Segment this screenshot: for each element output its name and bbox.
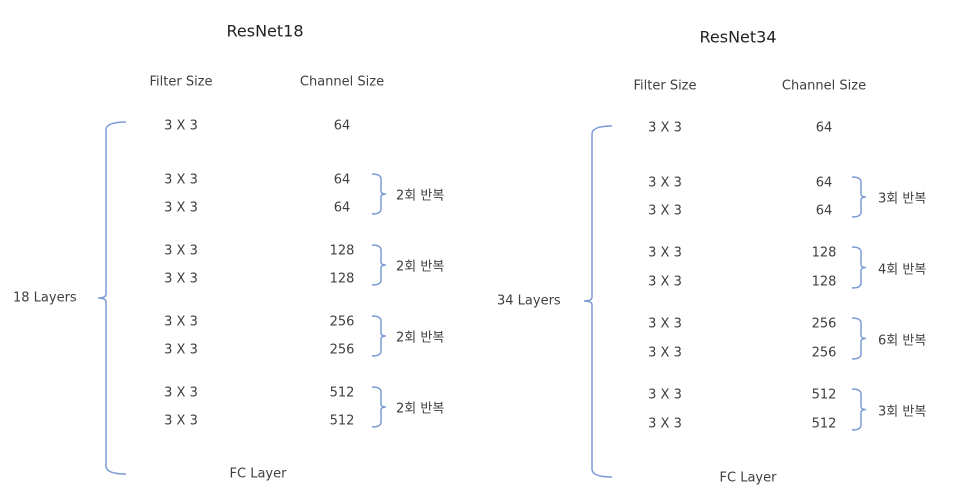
filter-size-cell: 3 X 3 <box>164 243 198 259</box>
filter-size-cell: 3 X 3 <box>164 200 198 216</box>
layers-brace-icon <box>97 121 127 475</box>
filter-size-cell: 3 X 3 <box>164 172 198 188</box>
repeat-count-label: 3회 반복 <box>878 191 927 207</box>
filter-size-cell: 3 X 3 <box>164 314 198 330</box>
fc-layer-label: FC Layer <box>229 466 287 482</box>
filter-size-cell: 3 X 3 <box>648 345 682 361</box>
filter-size-cell: 3 X 3 <box>648 203 682 219</box>
repeat-count-label: 2회 반복 <box>396 401 445 417</box>
repeat-count-label: 3회 반복 <box>878 404 927 419</box>
channel-size-header: Channel Size <box>781 78 867 94</box>
filter-size-cell: 3 X 3 <box>648 274 682 290</box>
channel-size-cell: 512 <box>329 385 355 401</box>
filter-size-cell: 3 X 3 <box>164 118 198 134</box>
repeat-brace-icon <box>851 246 867 289</box>
channel-size-cell: 512 <box>329 413 355 429</box>
channel-size-cell: 256 <box>811 345 837 361</box>
filter-size-cell: 3 X 3 <box>648 175 682 191</box>
panel-title: ResNet18 <box>226 21 304 41</box>
channel-size-cell: 64 <box>815 120 833 136</box>
filter-size-cell: 3 X 3 <box>648 120 682 136</box>
panel-title: ResNet34 <box>699 27 777 47</box>
channel-size-cell: 512 <box>811 387 837 403</box>
filter-size-cell: 3 X 3 <box>648 316 682 332</box>
repeat-brace-icon <box>371 386 387 428</box>
layers-count-label: 34 Layers <box>497 293 561 309</box>
filter-size-cell: 3 X 3 <box>164 413 198 429</box>
channel-size-cell: 128 <box>329 271 355 287</box>
fc-layer-label: FC Layer <box>719 470 777 486</box>
channel-size-cell: 256 <box>329 342 355 358</box>
channel-size-cell: 256 <box>811 316 837 332</box>
repeat-count-label: 2회 반복 <box>396 188 445 204</box>
repeat-brace-icon <box>371 173 387 215</box>
channel-size-cell: 64 <box>333 172 351 188</box>
filter-size-header: Filter Size <box>633 78 697 94</box>
channel-size-cell: 256 <box>329 314 355 330</box>
filter-size-cell: 3 X 3 <box>648 387 682 403</box>
channel-size-cell: 64 <box>333 200 351 216</box>
filter-size-cell: 3 X 3 <box>648 416 682 432</box>
repeat-count-label: 2회 반복 <box>396 330 445 346</box>
filter-size-cell: 3 X 3 <box>164 385 198 401</box>
repeat-brace-icon <box>851 317 867 360</box>
channel-size-cell: 128 <box>811 274 837 290</box>
layers-count-label: 18 Layers <box>13 290 77 306</box>
repeat-count-label: 2회 반복 <box>396 259 445 275</box>
repeat-brace-icon <box>851 388 867 431</box>
repeat-brace-icon <box>371 315 387 357</box>
channel-size-cell: 128 <box>329 243 355 259</box>
filter-size-cell: 3 X 3 <box>164 271 198 287</box>
filter-size-header: Filter Size <box>149 74 213 90</box>
channel-size-cell: 512 <box>811 416 837 432</box>
channel-size-cell: 64 <box>815 203 833 219</box>
channel-size-cell: 64 <box>815 175 833 191</box>
repeat-count-label: 6회 반복 <box>878 333 927 348</box>
filter-size-cell: 3 X 3 <box>164 342 198 358</box>
filter-size-cell: 3 X 3 <box>648 245 682 261</box>
repeat-brace-icon <box>371 244 387 286</box>
repeat-brace-icon <box>851 176 867 218</box>
repeat-count-label: 4회 반복 <box>878 262 927 277</box>
layers-brace-icon <box>583 125 613 478</box>
channel-size-cell: 128 <box>811 245 837 261</box>
channel-size-header: Channel Size <box>299 74 385 90</box>
channel-size-cell: 64 <box>333 118 351 134</box>
